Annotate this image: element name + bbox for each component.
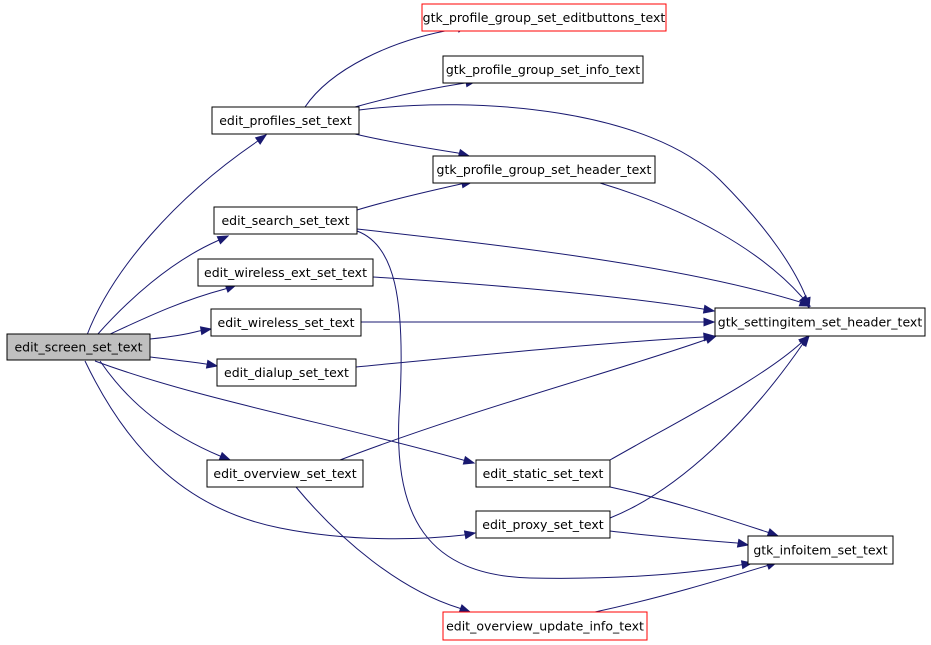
nodes-layer: edit_screen_set_text edit_profiles_set_te… (6, 3, 926, 641)
node-pginfo[interactable]: gtk_profile_group_set_info_text (442, 55, 644, 84)
edge-static-to-infoitem (609, 486, 768, 533)
node-box-pginfo[interactable] (442, 55, 644, 84)
edge-pgheader-to-siheader (599, 182, 803, 298)
node-pgedit[interactable]: gtk_profile_group_set_editbuttons_text (421, 3, 667, 32)
edge-root-to-search (96, 240, 218, 336)
edge-overview-to-ovupdate (295, 486, 460, 609)
node-dialup[interactable]: edit_dialup_set_text (216, 358, 357, 387)
node-overview[interactable]: edit_overview_set_text (206, 459, 364, 488)
node-proxy[interactable]: edit_proxy_set_text (475, 510, 611, 539)
edge-dialup-to-siheader (355, 336, 704, 368)
edge-search-to-pgheader (356, 183, 462, 211)
node-box-ovupdate[interactable] (442, 611, 648, 641)
arrowhead-pgheader-to-siheader (798, 294, 810, 308)
edge-profiles-to-pgheader (354, 133, 459, 154)
edge-profiles-to-pginfo (354, 82, 466, 108)
arrowhead-root-to-profiles (254, 134, 268, 145)
node-label-proxy: edit_proxy_set_text (482, 517, 603, 532)
edge-proxy-to-infoitem (609, 530, 738, 544)
edge-search-to-siheader (356, 228, 801, 303)
edge-overview-to-siheader (339, 339, 706, 461)
arrowhead-root-to-proxy (463, 530, 477, 540)
node-label-pgedit: gtk_profile_group_set_editbuttons_text (423, 10, 666, 25)
edge-root-to-wext (107, 288, 226, 336)
edge-wext-to-siheader (372, 276, 704, 310)
node-wireless[interactable]: edit_wireless_set_text (210, 308, 362, 337)
node-box-pgheader[interactable] (432, 155, 656, 184)
arrowhead-proxy-to-siheader (798, 334, 810, 348)
node-label-wext: edit_wireless_ext_set_text (204, 265, 367, 280)
node-box-pgedit[interactable] (421, 3, 667, 32)
node-profiles[interactable]: edit_profiles_set_text (211, 106, 360, 135)
arrowhead-wext-to-siheader (702, 304, 716, 314)
node-box-wireless[interactable] (210, 308, 362, 337)
node-root[interactable]: edit_screen_set_text (6, 333, 151, 361)
edges-layer (84, 24, 812, 613)
node-box-profiles[interactable] (211, 106, 360, 135)
node-label-overview: edit_overview_set_text (213, 466, 356, 481)
node-infoitem[interactable]: gtk_infoitem_set_text (747, 535, 894, 565)
edge-root-to-wireless (149, 330, 200, 340)
arrowhead-root-to-dialup (205, 359, 219, 369)
node-static[interactable]: edit_static_set_text (475, 459, 611, 488)
node-box-wext[interactable] (197, 258, 374, 287)
arrowhead-proxy-to-infoitem (736, 538, 750, 548)
edge-root-to-static (94, 360, 464, 461)
node-label-dialup: edit_dialup_set_text (224, 365, 349, 380)
arrowhead-static-to-infoitem (766, 528, 780, 537)
arrowhead-wireless-to-siheader (703, 317, 716, 327)
arrowhead-overview-to-siheader (704, 335, 718, 344)
arrowhead-root-to-wireless (199, 326, 213, 336)
arrowhead-root-to-overview (218, 451, 232, 461)
arrowhead-root-to-search (216, 235, 230, 245)
node-box-dialup[interactable] (216, 358, 357, 387)
arrowhead-root-to-static (462, 455, 476, 465)
arrowhead-overview-to-ovupdate (458, 604, 472, 613)
node-label-root: edit_screen_set_text (14, 340, 142, 355)
node-wext[interactable]: edit_wireless_ext_set_text (197, 258, 374, 287)
node-box-siheader[interactable] (714, 307, 926, 337)
node-label-ovupdate: edit_overview_update_info_text (446, 619, 644, 634)
edge-root-to-overview (99, 360, 221, 457)
edge-root-to-proxy (84, 360, 465, 540)
node-label-search: edit_search_set_text (221, 213, 349, 228)
node-label-wireless: edit_wireless_set_text (218, 315, 355, 330)
node-box-infoitem[interactable] (747, 535, 894, 565)
node-label-static: edit_static_set_text (483, 466, 604, 481)
edge-proxy-to-siheader (609, 344, 803, 519)
edge-ovupdate-to-infoitem (594, 565, 767, 613)
edge-profiles-to-pgedit (304, 28, 457, 108)
node-search[interactable]: edit_search_set_text (213, 206, 358, 235)
node-label-infoitem: gtk_infoitem_set_text (753, 543, 887, 558)
edge-root-to-dialup (149, 356, 207, 365)
edge-root-to-profiles (86, 142, 256, 336)
node-label-pginfo: gtk_profile_group_set_info_text (446, 62, 640, 77)
edge-static-to-siheader (609, 342, 802, 461)
node-box-overview[interactable] (206, 459, 364, 488)
node-ovupdate[interactable]: edit_overview_update_info_text (442, 611, 648, 641)
node-box-proxy[interactable] (475, 510, 611, 539)
node-label-profiles: edit_profiles_set_text (219, 113, 352, 128)
node-label-siheader: gtk_settingitem_set_header_text (718, 315, 923, 330)
edge-profiles-to-siheader (358, 104, 807, 298)
node-label-pgheader: gtk_profile_group_set_header_text (437, 162, 652, 177)
node-pgheader[interactable]: gtk_profile_group_set_header_text (432, 155, 656, 184)
node-siheader[interactable]: gtk_settingitem_set_header_text (714, 307, 926, 337)
edge-search-to-infoitem (356, 230, 741, 579)
node-box-static[interactable] (475, 459, 611, 488)
node-box-search[interactable] (213, 206, 358, 235)
node-box-root[interactable] (6, 333, 151, 361)
